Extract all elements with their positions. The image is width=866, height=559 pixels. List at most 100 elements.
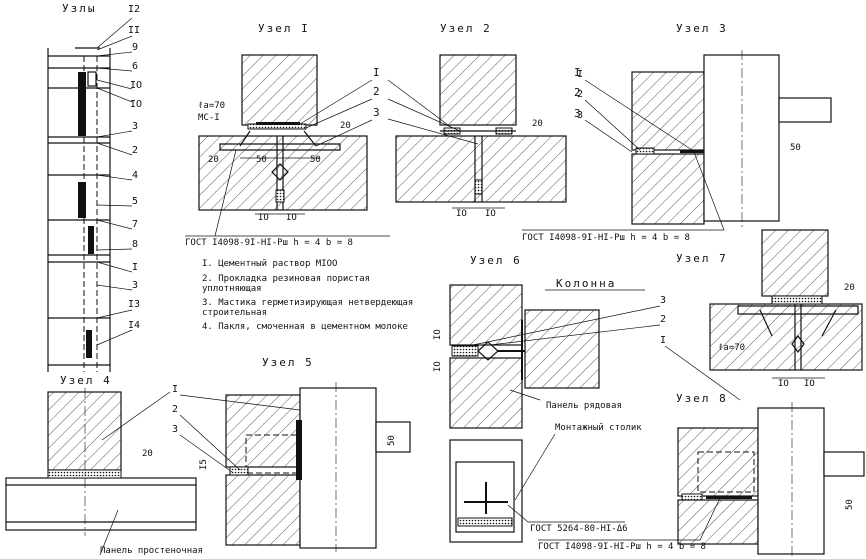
node-7-detail: Узел 7 I ℓа=70 20 IO IO (660, 229, 863, 401)
node-2-callout-2: 2 (574, 86, 583, 99)
node-1-gost: ГОСТ I4098-9I-HI-Pш h = 4 b = 8 (185, 238, 353, 248)
scheme-label-7: 7 (132, 219, 138, 230)
node-1-callout-3: 3 (373, 106, 382, 119)
node-1-dim-20-side: 20 (340, 121, 351, 131)
node-5-dim-15: I5 (199, 459, 209, 470)
node-3-callout-1: I (577, 69, 583, 80)
scheme-label-14: I4 (128, 320, 140, 331)
node-1-callout-2: 2 (373, 85, 382, 98)
node-1-anchor-label: ℓа=70 (198, 101, 225, 111)
node-4-panel-label: Панель простеночная (100, 546, 203, 556)
node-5-upper-panel (225, 394, 301, 468)
node-7-callout: I (660, 335, 666, 346)
scheme-label-10a: IO (130, 80, 142, 91)
node-3-column (703, 54, 780, 222)
node-1-dim-10-left: IO (258, 213, 269, 223)
node-6-callout-3: 3 (660, 295, 666, 306)
node-2-detail: Узел 2 I 2 3 20 IO IO (387, 22, 583, 219)
node-1-callout-1: I (373, 66, 382, 79)
node-2-callout-3: 3 (574, 107, 583, 120)
node-5-column (299, 387, 377, 549)
node-7-lower-panel (709, 303, 863, 371)
node-6-lower-panel (449, 357, 523, 429)
node-5-detail: Узел 5 I 2 3 I5 50 (172, 356, 411, 552)
scheme-title: Узлы (62, 2, 97, 15)
montage-stand-detail: Монтажный столик ГОСТ 5264-80-HI-Δ6 (449, 423, 642, 543)
scheme-label-5: 5 (132, 196, 138, 207)
node-6-detail: Узел 6 Колонна 3 2 IO IO Панель рядовая (433, 254, 666, 429)
node-2-callout-1: I (574, 66, 583, 79)
node-5-callout-1: I (172, 384, 178, 395)
column-scheme: Узлы (47, 2, 142, 372)
node-8-gost: ГОСТ I4098-9I-HI-Pш h = 4 b = 8 (538, 542, 706, 552)
scheme-label-10b: IO (130, 99, 142, 110)
scheme-label-1: I (132, 262, 138, 273)
node-1-dim-50-left: 50 (256, 155, 267, 165)
scheme-label-3a: 3 (132, 121, 138, 132)
legend-item-2: 2. Прокладка резиновая пористая (202, 274, 370, 284)
node-2-dim-10-right: IO (485, 209, 496, 219)
node-5-dim-50: 50 (387, 435, 397, 446)
node-6-callout-2: 2 (660, 314, 666, 325)
legend-item-3b: строительная (202, 308, 267, 318)
stand-label: Монтажный столик (555, 423, 642, 433)
scheme-label-3b: 3 (132, 280, 138, 291)
scheme-label-8: 8 (132, 239, 138, 250)
node-3-title: Узел 3 (676, 22, 728, 35)
node-1-dim-10-right: IO (286, 213, 297, 223)
node-7-anchor-label: ℓа=70 (718, 343, 745, 353)
node-6-dim-10: IO (433, 329, 443, 340)
node-8-upper-panel (677, 427, 759, 497)
node-6-column-label: Колонна (556, 277, 616, 290)
legend-item-3: 3. Мастика герметизирующая нетвердеющая (202, 298, 413, 308)
node-8-detail: Узел 8 50 ГОСТ I4098-9I-HI-Pш h = 4 b = … (538, 392, 865, 558)
node-2-title: Узел 2 (440, 22, 492, 35)
node-5-callout-2: 2 (172, 404, 178, 415)
node-7-upper-panel (761, 229, 829, 297)
node-4-upper-panel (47, 391, 122, 471)
node-7-dim-20: 20 (844, 283, 855, 293)
node-4-dim-20: 20 (142, 449, 153, 459)
node-7-title: Узел 7 (676, 252, 728, 265)
node-4-detail: Узел 4 20 Панель простеночная (5, 374, 203, 556)
node-6-column (524, 309, 600, 389)
scheme-label-6: 6 (132, 61, 138, 72)
node-6-panel-label: Панель рядовая (546, 401, 622, 411)
node-1-dim-20-vert: 20 (208, 155, 219, 165)
node-1-anchor-grade: МС-I (198, 113, 220, 123)
node-1-title: Узел I (258, 22, 310, 35)
node-3-lower-panel (631, 153, 705, 225)
node-7-dim-10-left: IO (778, 379, 789, 389)
node-2-dim-20: 20 (532, 119, 543, 129)
node-5-callout-3: 3 (172, 424, 178, 435)
node-3-dim-50: 50 (790, 143, 801, 153)
scheme-label-9: 9 (132, 42, 138, 53)
stand-gost: ГОСТ 5264-80-HI-Δ6 (530, 524, 628, 534)
node-3-upper-panel (631, 71, 705, 151)
node-6-title: Узел 6 (470, 254, 522, 267)
node-1-dim-50-right: 50 (310, 155, 321, 165)
node-2-upper-panel (439, 54, 517, 126)
node-8-column (757, 407, 825, 555)
legend-item-4: 4. Пакля, смоченная в цементном молоке (202, 322, 408, 332)
node-2-dim-10-left: IO (456, 209, 467, 219)
node-4-wall-panel (5, 477, 197, 531)
node-1-detail: Узел I ℓа=70 МС-I I 2 3 20 20 50 50 IO I… (185, 22, 390, 248)
node-7-dim-10-right: IO (804, 379, 815, 389)
scheme-label-12: I2 (128, 4, 140, 15)
node-3-detail: Узел 3 I 2 3 50 ГОСТ I4098-9I-HI-Pш h = … (522, 22, 832, 243)
node-8-title: Узел 8 (676, 392, 728, 405)
scheme-label-4: 4 (132, 170, 138, 181)
legend: I. Цементный раствор MIOO 2. Прокладка р… (202, 259, 413, 332)
node-6-upper-panel (449, 284, 523, 346)
node-6-dim-10b: IO (433, 361, 443, 372)
node-8-dim-50: 50 (845, 499, 855, 510)
node-3-callout-2: 2 (577, 89, 583, 100)
node-5-title: Узел 5 (262, 356, 314, 369)
scheme-label-11: II (128, 25, 140, 36)
node-8-lower-panel (677, 499, 759, 545)
legend-item-1: I. Цементный раствор MIOO (202, 259, 337, 269)
scheme-label-2: 2 (132, 145, 138, 156)
node-5-lower-panel (225, 474, 301, 546)
